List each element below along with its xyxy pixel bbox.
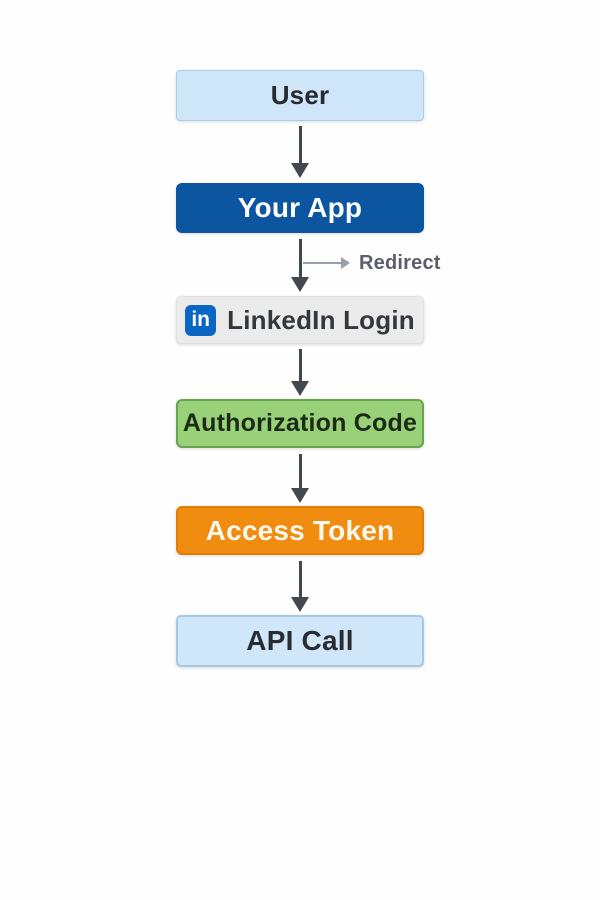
linkedin-icon: in xyxy=(185,304,217,336)
arrow-head xyxy=(291,163,309,178)
arrow-stem xyxy=(298,454,302,488)
arrow-head xyxy=(291,381,309,396)
arrow-head xyxy=(291,597,309,612)
redirect-arrow-line xyxy=(303,262,341,264)
node-label-api-call: API Call xyxy=(246,625,354,656)
arrow-stem xyxy=(298,126,302,163)
flow-node-your-app: Your App xyxy=(176,183,424,233)
node-label-user: User xyxy=(270,80,330,110)
flow-node-linkedin-login: in LinkedIn Login xyxy=(176,296,424,344)
node-label-linkedin-login: LinkedIn Login xyxy=(227,304,415,335)
arrow-stem xyxy=(298,561,302,597)
redirect-arrow-head-icon xyxy=(341,257,350,269)
flow-node-user: User xyxy=(176,70,424,121)
flow-node-authorization-code: Authorization Code xyxy=(176,399,424,448)
flow-node-api-call: API Call xyxy=(176,615,424,667)
arrow-down-icon xyxy=(291,454,309,503)
arrow-stem xyxy=(298,349,302,381)
flow-node-access-token: Access Token xyxy=(176,506,424,555)
redirect-branch: Redirect xyxy=(303,252,441,274)
arrow-head xyxy=(291,488,309,503)
node-label-access-token: Access Token xyxy=(205,514,395,546)
node-label-your-app: Your App xyxy=(237,192,363,223)
node-label-authorization-code: Authorization Code xyxy=(182,409,418,437)
arrow-down-icon xyxy=(291,239,309,292)
redirect-label: Redirect xyxy=(359,251,441,274)
arrow-down-icon xyxy=(291,126,309,178)
arrow-down-icon xyxy=(291,349,309,396)
arrow-down-icon xyxy=(291,561,309,612)
arrow-head xyxy=(291,277,309,292)
arrow-stem xyxy=(298,239,302,277)
